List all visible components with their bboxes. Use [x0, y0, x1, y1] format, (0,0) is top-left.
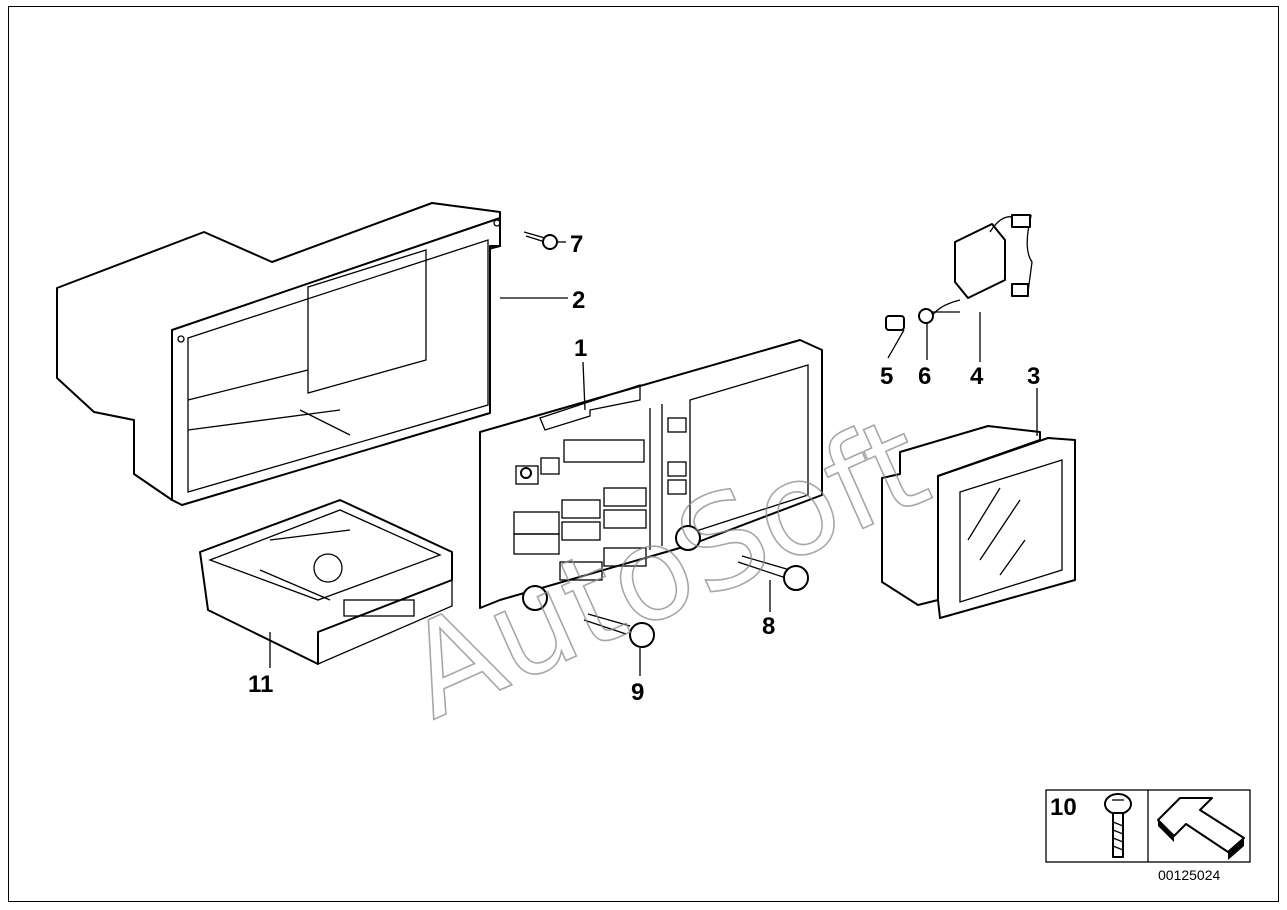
callout-6: 6 — [918, 363, 931, 390]
part-7-screw — [523, 231, 558, 250]
callout-2: 2 — [572, 287, 585, 314]
legend-screw-icon — [1104, 793, 1132, 858]
part-11-drive — [199, 499, 453, 665]
part-2-housing — [56, 202, 501, 506]
part-3-display — [881, 425, 1076, 619]
diagram-frame — [8, 6, 1279, 902]
part-9-knob — [583, 613, 655, 648]
part-6-washer — [918, 308, 934, 324]
callout-3: 3 — [1027, 363, 1040, 390]
callout-8: 8 — [762, 613, 775, 640]
legend-box: 10 00125024 — [1045, 789, 1251, 883]
callout-5: 5 — [880, 363, 893, 390]
part-4-module — [929, 214, 1033, 319]
callout-7: 7 — [570, 231, 583, 258]
callout-4: 4 — [970, 363, 984, 390]
legend-arrow-icon — [1157, 797, 1245, 860]
legend-code: 00125024 — [1158, 867, 1221, 883]
callout-1: 1 — [574, 335, 587, 362]
legend-number-10: 10 — [1050, 794, 1077, 821]
part-5-bulb — [885, 315, 905, 331]
callout-9: 9 — [631, 679, 644, 706]
callout-11: 11 — [248, 671, 273, 698]
leader-lines — [269, 241, 1038, 676]
part-8-knob — [737, 555, 809, 591]
panel-buttons — [513, 417, 687, 581]
part-1-control-panel — [479, 339, 823, 611]
